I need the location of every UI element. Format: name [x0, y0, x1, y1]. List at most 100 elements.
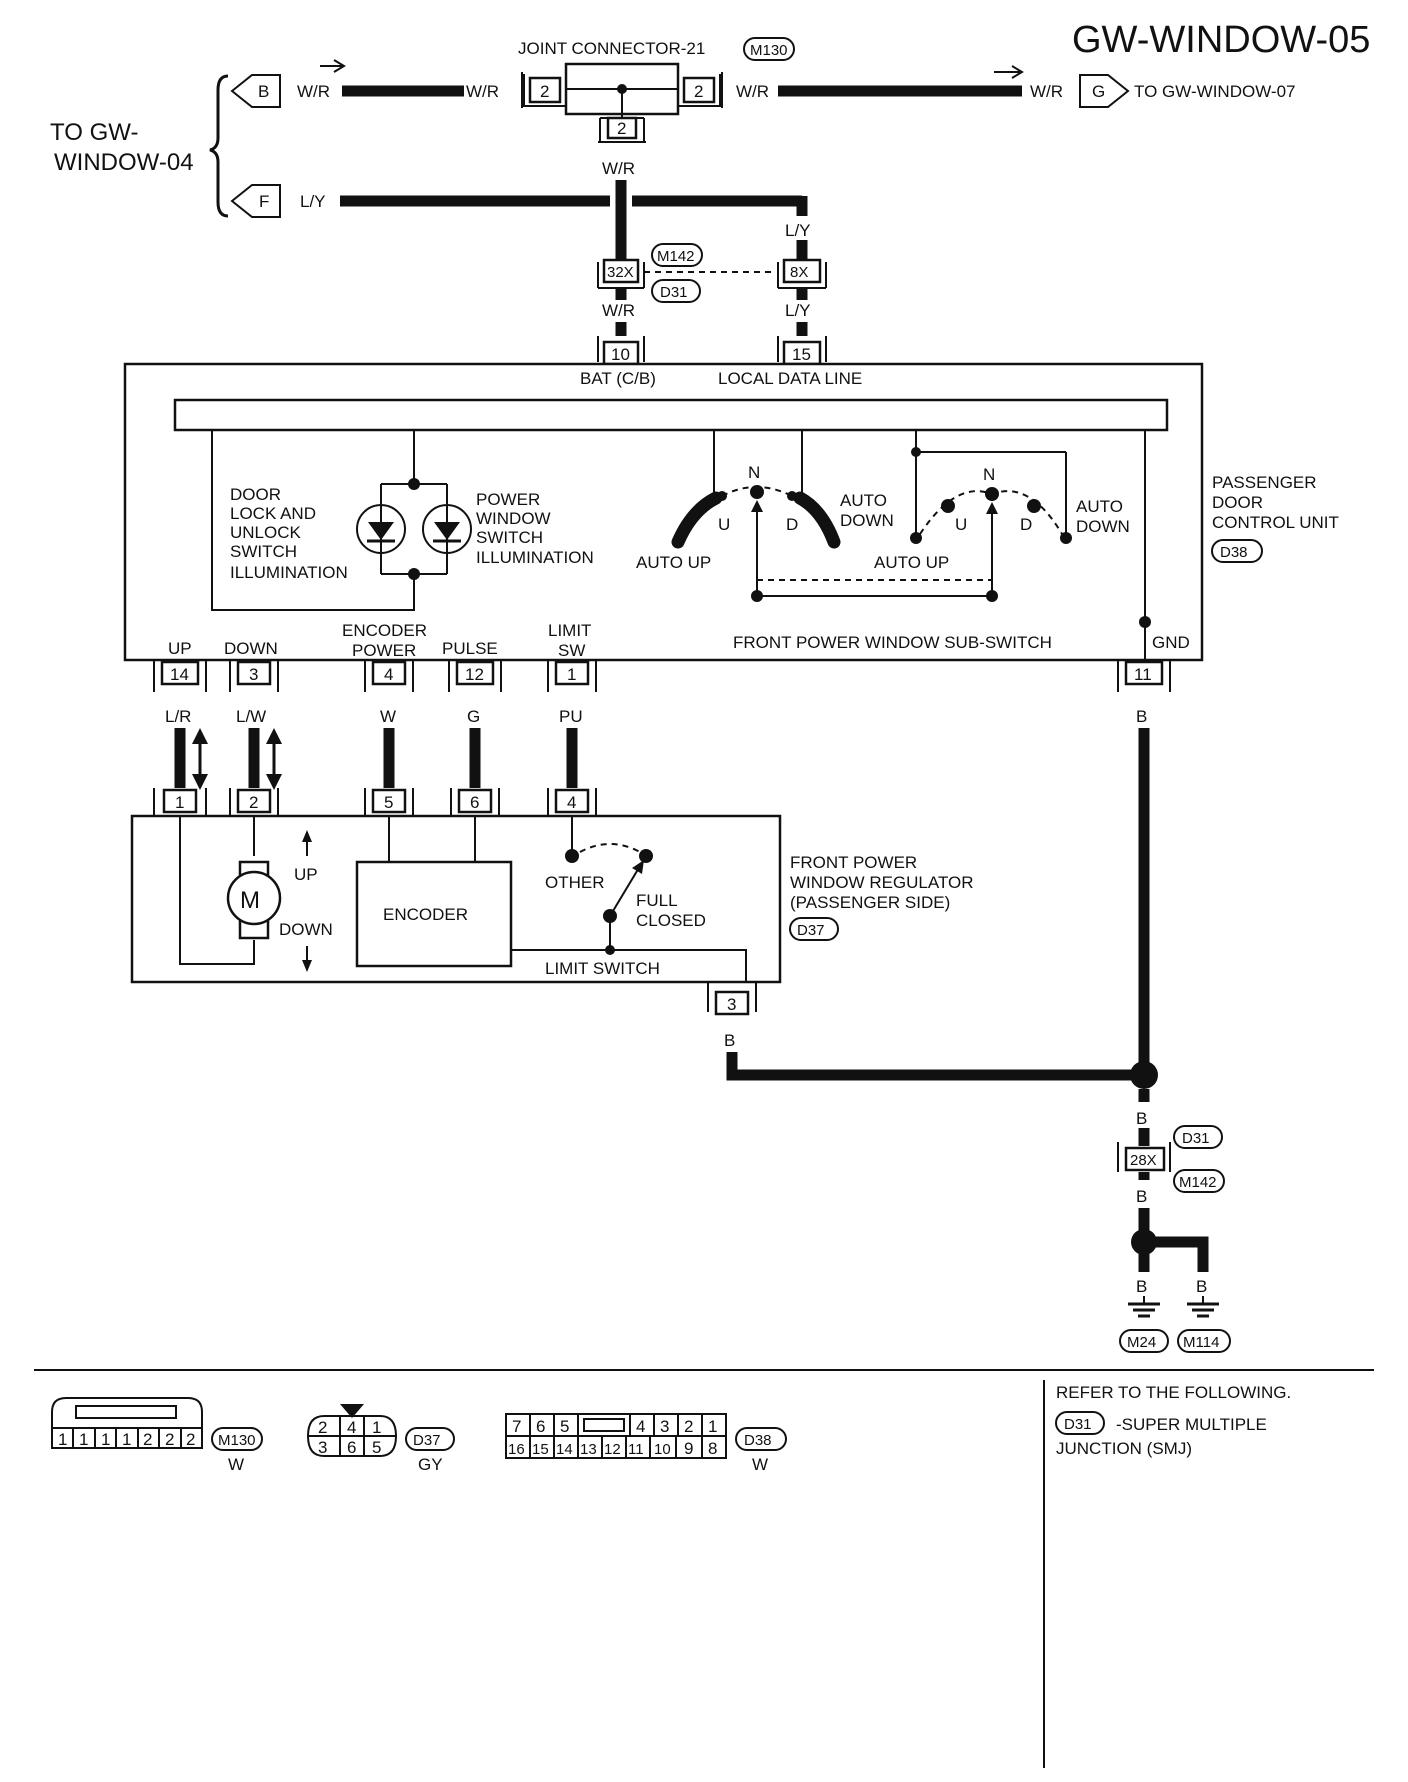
jc-pin-bottom: 2: [598, 116, 646, 143]
motor-loop: [179, 816, 255, 965]
sw2-n-label: N: [983, 465, 995, 484]
sw1-n-label: N: [748, 463, 760, 482]
m130-badge: M130: [743, 37, 795, 61]
arrow-b-connector: B: [230, 74, 281, 108]
svg-text:5: 5: [384, 793, 393, 812]
pin-15: 15: [777, 336, 827, 366]
d37-connector-view: 2 4 1 3 6 5 D37 GY: [306, 1404, 455, 1474]
reg-pin-1: 1: [153, 788, 207, 816]
svg-text:M142: M142: [657, 248, 695, 265]
sub-switch-label: FRONT POWER WINDOW SUB-SWITCH: [733, 633, 1052, 652]
svg-text:1: 1: [122, 1430, 131, 1449]
wire-label-wr-vertical: W/R: [602, 159, 635, 178]
svg-text:D31: D31: [1182, 1130, 1210, 1147]
refer-desc-l2: JUNCTION (SMJ): [1056, 1439, 1192, 1458]
to-gw-window-04-line2: WINDOW-04: [54, 149, 194, 176]
svg-text:M: M: [240, 887, 260, 914]
limit-arm: [609, 865, 641, 917]
svg-text:8: 8: [708, 1439, 717, 1458]
door-lock-illum-l5: ILLUMINATION: [230, 563, 348, 582]
svg-text:5: 5: [372, 1438, 381, 1457]
door-lock-illum-l1: DOOR: [230, 485, 281, 504]
sw1-d-contact: [787, 491, 797, 501]
pin-32x: 32X: [597, 258, 645, 289]
door-lock-illum-l3: UNLOCK: [230, 523, 302, 542]
sw2-arm-arrow: [986, 502, 998, 514]
svg-text:1: 1: [79, 1430, 88, 1449]
pin-label-encoder-power-l1: ENCODER: [342, 621, 427, 640]
door-lock-illum-l2: LOCK AND: [230, 504, 316, 523]
m142-badge-top: M142: [651, 243, 703, 267]
reg-pin-6: 6: [450, 788, 500, 816]
reg-pin-5: 5: [364, 788, 414, 816]
sw1-u-label: U: [718, 515, 730, 534]
wire-label-b-reg: B: [724, 1031, 735, 1050]
svg-text:M130: M130: [218, 1432, 256, 1449]
led-power-window-icon: [422, 504, 472, 554]
ground-symbol-m24: [1128, 1296, 1160, 1318]
limit-arm-head: [632, 860, 644, 874]
illum-circuit: [211, 430, 415, 611]
limit-full-closed-contact: [639, 849, 653, 863]
svg-text:11: 11: [1134, 665, 1152, 684]
pin-1: 1: [547, 660, 597, 692]
svg-text:13: 13: [580, 1441, 597, 1458]
svg-text:2: 2: [165, 1430, 174, 1449]
wire-label-lw: L/W: [236, 707, 266, 726]
svg-text:M142: M142: [1179, 1174, 1217, 1191]
sw1-arm-arrow: [751, 500, 763, 512]
wire-label-wr-jc-right: W/R: [736, 82, 769, 101]
svg-text:F: F: [259, 192, 269, 211]
wire-b-split-right: [1150, 1236, 1209, 1272]
svg-text:GY: GY: [418, 1455, 443, 1474]
d38-badge: D38: [1211, 539, 1263, 563]
svg-text:3: 3: [249, 665, 258, 684]
pin-10: 10: [597, 336, 645, 366]
svg-text:12: 12: [465, 665, 484, 684]
svg-text:D31: D31: [1064, 1416, 1092, 1433]
jc-pin-left: 2: [521, 72, 566, 108]
ground-split-node: [1131, 1229, 1157, 1255]
sw1-auto-down-l2: DOWN: [840, 511, 894, 530]
pin-12: 12: [448, 660, 502, 692]
jc-pin-right: 2: [678, 72, 723, 108]
svg-text:7: 7: [512, 1417, 521, 1436]
svg-text:G: G: [1092, 82, 1105, 101]
reg-limit-switch-label: LIMIT SWITCH: [545, 959, 660, 978]
ground-symbol-m114: [1187, 1296, 1219, 1318]
reg-name-l3: (PASSENGER SIDE): [790, 893, 950, 912]
wire-label-b-gnd-right: B: [1196, 1277, 1207, 1296]
pin-11: 11: [1117, 660, 1171, 692]
jc-node: [617, 84, 627, 94]
svg-text:5: 5: [560, 1417, 569, 1436]
lw-arrow-down: [266, 774, 282, 790]
sw1-u-contact: [717, 491, 727, 501]
arrow-f-connector: F: [230, 184, 281, 218]
reg-other-label: OTHER: [545, 873, 605, 892]
joint-connector-label: JOINT CONNECTOR-21: [518, 39, 705, 58]
svg-text:9: 9: [684, 1439, 693, 1458]
svg-text:6: 6: [536, 1417, 545, 1436]
to-gw-window-04-line1: TO GW-: [50, 119, 138, 146]
svg-text:15: 15: [792, 345, 811, 364]
svg-text:4: 4: [384, 665, 393, 684]
svg-text:14: 14: [556, 1441, 573, 1458]
refer-d31-badge: D31: [1055, 1411, 1105, 1435]
sw1-auto-down-arc: [793, 491, 841, 549]
sw1-auto-up-label: AUTO UP: [636, 553, 711, 572]
wire-label-b-gnd: B: [1136, 707, 1147, 726]
sw2-d-label: D: [1020, 515, 1032, 534]
wire-label-b-below: B: [1136, 1187, 1147, 1206]
svg-text:4: 4: [636, 1417, 645, 1436]
sw1-pivot: [750, 485, 764, 499]
to-gw-window-07: TO GW-WINDOW-07: [1134, 82, 1296, 101]
svg-text:D37: D37: [413, 1432, 441, 1449]
pw-switch-illum-l4: ILLUMINATION: [476, 548, 594, 567]
lr-arrow-up: [192, 728, 208, 744]
reg-name-l1: FRONT POWER: [790, 853, 917, 872]
limit-common-node: [605, 945, 615, 955]
svg-text:D38: D38: [1220, 544, 1248, 561]
wire-label-lr: L/R: [165, 707, 191, 726]
sw2-u-label: U: [955, 515, 967, 534]
sw2-ad-contact: [1060, 532, 1072, 544]
